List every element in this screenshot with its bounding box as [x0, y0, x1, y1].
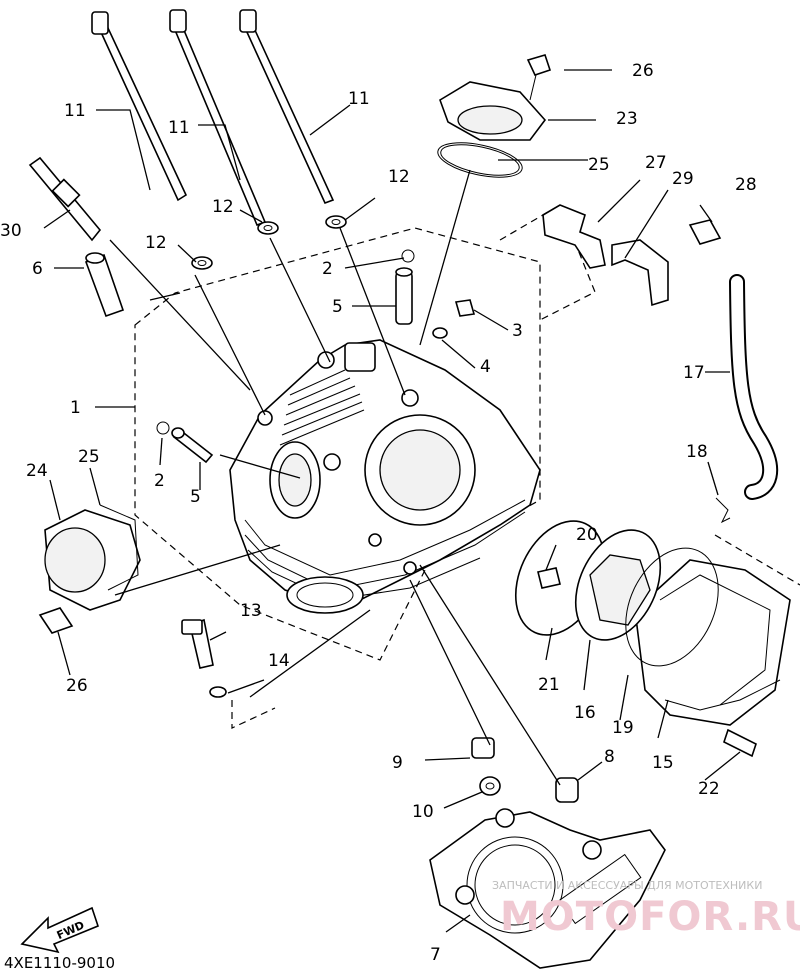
callout-13: 13	[240, 601, 262, 621]
callout-2-left: 2	[154, 471, 165, 491]
callout-28: 28	[735, 175, 757, 195]
watermark-logo: MOTOFOR.RU	[500, 894, 800, 940]
callout-7: 7	[430, 945, 441, 965]
spark-plug	[28, 156, 102, 242]
callout-23: 23	[616, 109, 638, 129]
valve-guides	[156, 249, 415, 464]
callout-26-top: 26	[632, 61, 654, 81]
bolts-bottom	[471, 567, 757, 803]
head-gasket	[429, 808, 666, 969]
callout-2-top: 2	[322, 259, 333, 279]
tappet-cover-left	[44, 504, 141, 611]
callout-26-left: 26	[66, 676, 88, 696]
callout-4: 4	[480, 357, 491, 377]
washers	[191, 215, 501, 796]
gaskets-side	[514, 520, 719, 667]
hose-clip	[715, 497, 731, 524]
cylinder-head	[229, 339, 541, 614]
callout-9: 9	[392, 753, 403, 773]
callout-6: 6	[32, 259, 43, 279]
leader-lines	[43, 69, 741, 933]
callout-25-top: 25	[588, 155, 610, 175]
callout-25-left: 25	[78, 447, 100, 467]
callout-12-a: 12	[145, 233, 167, 253]
bolts-left	[38, 607, 214, 669]
fwd-arrow-icon: FWD	[20, 906, 99, 954]
callout-3: 3	[512, 321, 523, 341]
callout-21: 21	[538, 675, 560, 695]
assembly-boundary-lines	[134, 204, 800, 729]
brackets-right	[542, 204, 722, 307]
callout-5-top: 5	[332, 297, 343, 317]
callout-1: 1	[70, 398, 81, 418]
callout-20: 20	[576, 525, 598, 545]
callout-17: 17	[683, 363, 705, 383]
callout-16: 16	[574, 703, 596, 723]
callout-27: 27	[645, 153, 667, 173]
callout-8: 8	[604, 747, 615, 767]
side-cover-right	[634, 559, 791, 726]
stud-bolts	[91, 9, 335, 227]
callout-12-c: 12	[388, 167, 410, 187]
cam-cap-top	[437, 54, 552, 178]
callout-24: 24	[26, 461, 48, 481]
watermark-text: ЗАПЧАСТИ И АКСЕССУАРЫ ДЛЯ МОТОТЕХНИКИ	[492, 879, 762, 892]
callout-10: 10	[412, 802, 434, 822]
callout-11-b: 11	[168, 118, 190, 138]
callout-18: 18	[686, 442, 708, 462]
callout-5-left: 5	[190, 487, 201, 507]
callout-30: 30	[0, 221, 22, 241]
spring	[84, 252, 125, 318]
callout-11-c: 11	[348, 89, 370, 109]
callout-22: 22	[698, 779, 720, 799]
callout-19: 19	[612, 718, 634, 738]
callout-labels: 26 23 25 27 29 28 11 11 11 12 12 12 30 6…	[0, 61, 757, 965]
bolt-small	[454, 299, 476, 317]
callout-14: 14	[268, 651, 290, 671]
callout-11-a: 11	[64, 101, 86, 121]
callout-12-b: 12	[212, 197, 234, 217]
callout-15: 15	[652, 753, 674, 773]
part-code: 4XE1110-9010	[4, 954, 115, 972]
callout-29: 29	[672, 169, 694, 189]
